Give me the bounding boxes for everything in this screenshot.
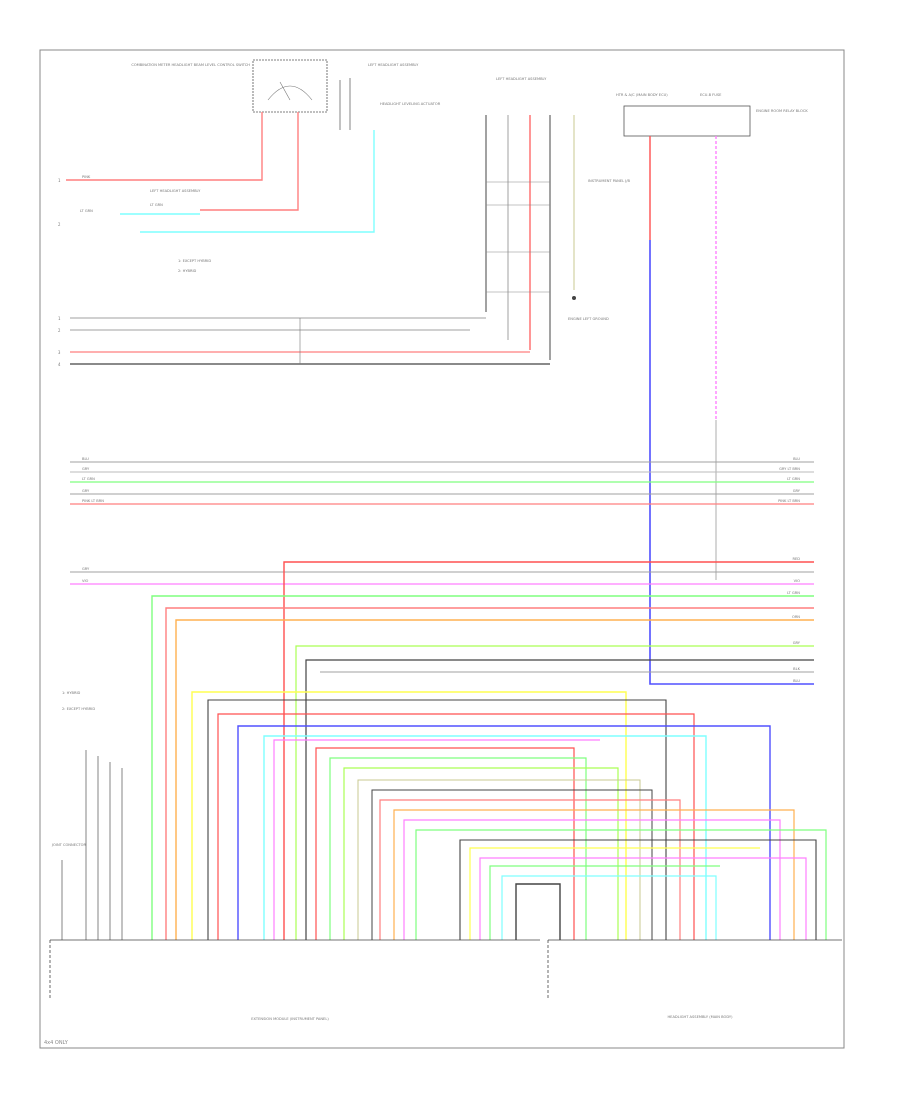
mid-right-label-1: RED (792, 557, 800, 561)
right-module (547, 939, 842, 1000)
bus-group-2 (70, 461, 814, 505)
bus-right-label-2: GRY LT BRN (779, 467, 800, 471)
note-2: 2: HYBRID (178, 269, 197, 273)
bus1-pin-4: 4 (58, 362, 61, 367)
bus-left-label-2: GRY (82, 467, 90, 471)
bus1-pin-2: 2 (58, 328, 61, 333)
mid-right-label-4: ORN (792, 615, 800, 619)
ground-label: ENGINE LEFT GROUND (568, 317, 609, 321)
left-module (49, 939, 540, 1000)
bus-group-1: 1 2 3 4 (58, 316, 550, 367)
mid-right-label-3: LT GRN (787, 591, 800, 595)
wire-label-ltgrn-2: LT GRN (150, 203, 163, 207)
bus-right-label-1: BLU (793, 457, 800, 461)
bus-right-label-4: GRY (793, 489, 801, 493)
mid-left-label-2: VIO (82, 579, 89, 583)
mid-right-label-5: GRY (793, 641, 801, 645)
bus-group-3 (70, 561, 814, 940)
left-lamp-sub-label: HEADLIGHT LEVELING ACTUATOR (380, 102, 441, 106)
bus1-pin-1: 1 (58, 316, 61, 321)
fuse-b-label: ECU-B FUSE (700, 93, 722, 97)
wire-pink-top-2 (200, 112, 299, 211)
right-module-label: HEADLIGHT ASSEMBLY (MAIN BODY) (667, 1015, 733, 1019)
right-group-label: LEFT HEADLIGHT ASSEMBLY (496, 77, 547, 81)
left-module-label: EXTENSION MODULE (INSTRUMENT PANEL) (251, 1017, 329, 1021)
bus-right-label-5: PINK LT BRN (778, 499, 800, 503)
wire-label-pink: PINK (82, 175, 91, 179)
combination-meter-component: COMBINATION METER HEADLIGHT BEAM LEVEL C… (131, 59, 328, 113)
fuse-a-label: HTR & A/C (MAIN BODY ECU) (616, 93, 668, 97)
lower-wiring (61, 691, 827, 940)
pin-1: 1 (58, 178, 61, 183)
fuse-box (623, 105, 751, 137)
left-lamp-label: LEFT HEADLIGHT ASSEMBLY (368, 63, 419, 67)
splice-label: LEFT HEADLIGHT ASSEMBLY (150, 189, 201, 193)
footer-note: 4x4 ONLY (44, 1040, 69, 1046)
right-group-wires (485, 115, 576, 360)
bus-left-label-1: BLU (82, 457, 89, 461)
wire-label-ltgrn: LT GRN (80, 209, 93, 213)
mid-right-label-2: VIO (794, 579, 801, 583)
left-stub-label: JOINT CONNECTOR (51, 843, 86, 847)
sensor-label: COMBINATION METER HEADLIGHT BEAM LEVEL C… (131, 63, 250, 67)
mid-left-label-1: GRY (82, 567, 90, 571)
mid-right-label-7: BLU (793, 679, 800, 683)
relay-note: ENGINE ROOM RELAY BLOCK (756, 109, 808, 113)
mid-right-label-6: BLK (793, 667, 800, 671)
note-1: 1: EXCEPT HYBRID (178, 259, 211, 263)
joint-label: INSTRUMENT PANEL J/B (588, 179, 631, 183)
bus-left-label-3: LT GRN (82, 477, 95, 481)
pin-2: 2 (58, 222, 61, 227)
diagram-frame (39, 49, 845, 1049)
bus-left-label-4: GRY (82, 489, 90, 493)
wire-pink-top-1 (66, 112, 263, 181)
wire-blue-fuse (649, 240, 814, 685)
mid-note-1: 1: HYBRID (62, 691, 81, 695)
bus-right-label-3: LT GRN (787, 477, 800, 481)
bus-left-label-5: PINK LT BRN (82, 499, 104, 503)
mid-note-2: 2: EXCEPT HYBRID (62, 707, 95, 711)
bus1-pin-3: 3 (58, 350, 61, 355)
wire-cyan-top (140, 130, 375, 233)
